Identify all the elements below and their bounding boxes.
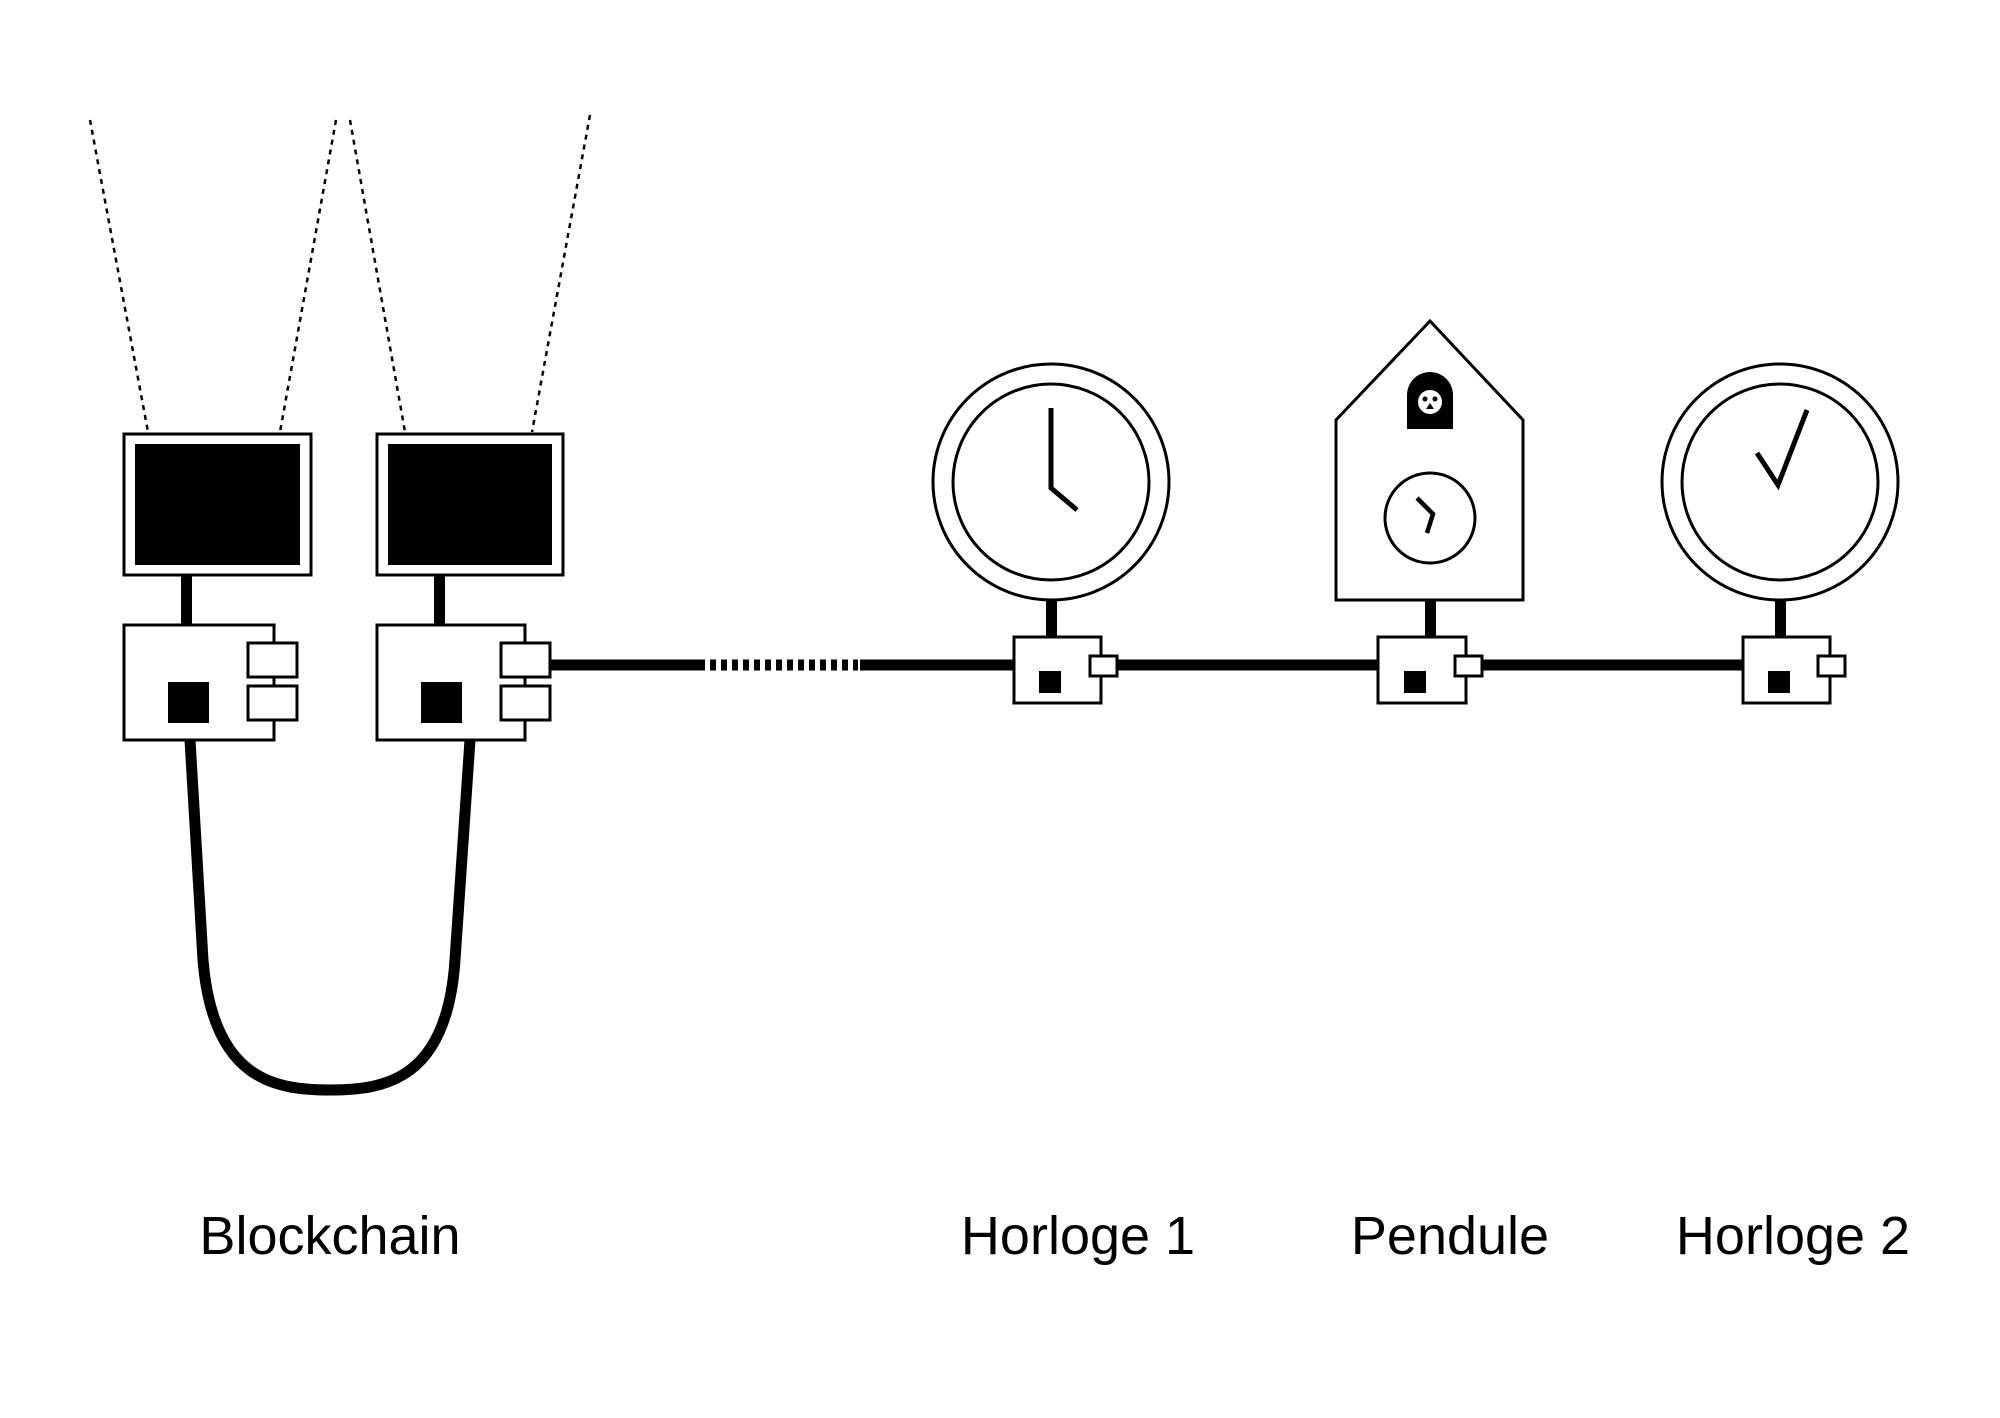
uplink-line — [278, 119, 338, 433]
label-horloge-2: Horloge 2 — [1675, 1206, 1911, 1266]
blockchain-node-2 — [375, 432, 565, 742]
uplink-line — [88, 119, 150, 433]
cuckoo-bird-face — [1418, 390, 1442, 414]
module-box — [1741, 635, 1832, 705]
port — [1816, 654, 1847, 678]
module-box — [1012, 635, 1103, 705]
clock-stem — [1425, 600, 1436, 637]
clock-hands — [1754, 409, 1810, 491]
blockchain-node-1 — [122, 432, 313, 742]
label-blockchain: Blockchain — [199, 1206, 461, 1266]
monitor-stand — [181, 575, 192, 625]
horloge-2 — [1660, 362, 1900, 705]
monitor-screen — [135, 444, 300, 565]
clock-hands — [1415, 496, 1436, 534]
port — [499, 684, 552, 722]
port — [246, 641, 299, 679]
clock-stem — [1775, 600, 1786, 637]
module-chip — [1768, 671, 1790, 693]
port — [246, 684, 299, 722]
port — [1453, 654, 1484, 678]
computer-chip — [168, 682, 209, 723]
port — [1088, 654, 1119, 678]
pendule — [1334, 318, 1525, 705]
label-horloge-1: Horloge 1 — [960, 1206, 1196, 1266]
port — [499, 641, 552, 679]
uplink-line — [530, 114, 592, 433]
clock-hands — [1048, 408, 1079, 512]
monitor-screen — [388, 444, 552, 565]
horloge-1 — [931, 362, 1171, 705]
dotted-uplinks — [88, 114, 592, 433]
clock-stem — [1046, 600, 1057, 637]
blockchain-loop-cable — [184, 734, 476, 1096]
computer-chip — [421, 682, 462, 723]
uplink-line — [348, 119, 407, 433]
module-chip — [1039, 671, 1061, 693]
cuckoo-house — [1334, 318, 1525, 602]
monitor-stand — [434, 575, 445, 625]
module-chip — [1404, 671, 1426, 693]
label-pendule: Pendule — [1350, 1206, 1550, 1266]
module-box — [1376, 635, 1468, 705]
